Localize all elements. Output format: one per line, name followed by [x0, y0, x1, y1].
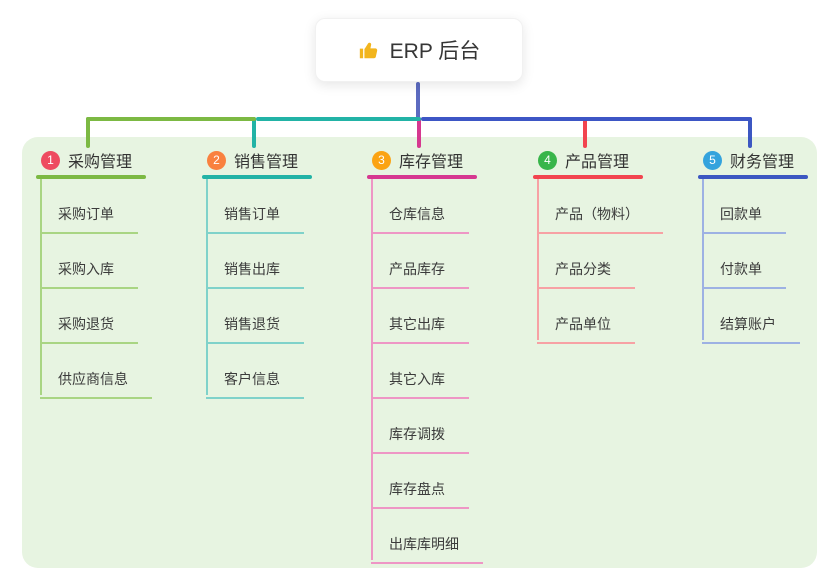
branch-drop-line-5: [748, 117, 752, 148]
branch-title-2[interactable]: 2 销售管理: [202, 147, 298, 173]
branch-title-1[interactable]: 1 采购管理: [36, 147, 132, 173]
branch-drop-line-2: [252, 117, 256, 148]
branch-title-4[interactable]: 4 产品管理: [533, 147, 629, 173]
branch-number-badge-3: 3: [372, 150, 391, 170]
branches-panel: [22, 137, 817, 568]
child-node-采购订单[interactable]: 采购订单: [40, 204, 138, 234]
child-node-产品库存[interactable]: 产品库存: [371, 259, 469, 289]
bus-segment-1: [86, 117, 256, 121]
child-node-其它入库[interactable]: 其它入库: [371, 369, 469, 399]
branch-drop-line-1: [86, 117, 90, 148]
child-node-销售订单[interactable]: 销售订单: [206, 204, 304, 234]
child-node-结算账户[interactable]: 结算账户: [702, 314, 800, 344]
root-node[interactable]: ERP 后台: [315, 18, 523, 82]
child-node-产品单位[interactable]: 产品单位: [537, 314, 635, 344]
child-node-仓库信息[interactable]: 仓库信息: [371, 204, 469, 234]
branch-underline-1: [36, 175, 146, 179]
child-node-回款单[interactable]: 回款单: [702, 204, 786, 234]
branch-label: 财务管理: [730, 154, 795, 171]
branch-number-badge-2: 2: [207, 150, 226, 170]
child-node-付款单[interactable]: 付款单: [702, 259, 786, 289]
root-title: ERP 后台: [389, 40, 481, 63]
branch-label: 采购管理: [68, 154, 133, 171]
child-node-采购入库[interactable]: 采购入库: [40, 259, 138, 289]
child-node-供应商信息[interactable]: 供应商信息: [40, 369, 152, 399]
branch-spine-line-4: [537, 179, 539, 340]
branch-underline-4: [533, 175, 643, 179]
branch-drop-line-4: [583, 117, 587, 148]
child-node-产品分类[interactable]: 产品分类: [537, 259, 635, 289]
child-node-产品（物料）[interactable]: 产品（物料）: [537, 204, 663, 234]
branch-number-badge-5: 5: [703, 150, 722, 170]
branch-underline-2: [202, 175, 312, 179]
branch-number-badge-4: 4: [538, 150, 557, 170]
branch-label: 库存管理: [399, 154, 464, 171]
child-node-库存调拨[interactable]: 库存调拨: [371, 424, 469, 454]
child-node-库存盘点[interactable]: 库存盘点: [371, 479, 469, 509]
child-node-客户信息[interactable]: 客户信息: [206, 369, 304, 399]
child-node-销售出库[interactable]: 销售出库: [206, 259, 304, 289]
branch-number-badge-1: 1: [41, 150, 60, 170]
branch-drop-line-3: [417, 117, 421, 148]
branch-spine-line-3: [371, 179, 373, 560]
branch-title-3[interactable]: 3 库存管理: [367, 147, 463, 173]
thumbs-up-icon: [358, 39, 380, 61]
root-stem-line: [416, 82, 420, 121]
child-node-出库库明细[interactable]: 出库库明细: [371, 534, 483, 564]
branch-title-5[interactable]: 5 财务管理: [698, 147, 794, 173]
child-node-采购退货[interactable]: 采购退货: [40, 314, 138, 344]
branch-spine-line-5: [702, 179, 704, 340]
branch-label: 产品管理: [565, 154, 630, 171]
child-node-其它出库[interactable]: 其它出库: [371, 314, 469, 344]
branch-underline-3: [367, 175, 477, 179]
child-node-销售退货[interactable]: 销售退货: [206, 314, 304, 344]
branch-underline-5: [698, 175, 808, 179]
bus-segment-3: [421, 117, 752, 121]
bus-segment-2: [256, 117, 421, 121]
branch-label: 销售管理: [234, 154, 299, 171]
